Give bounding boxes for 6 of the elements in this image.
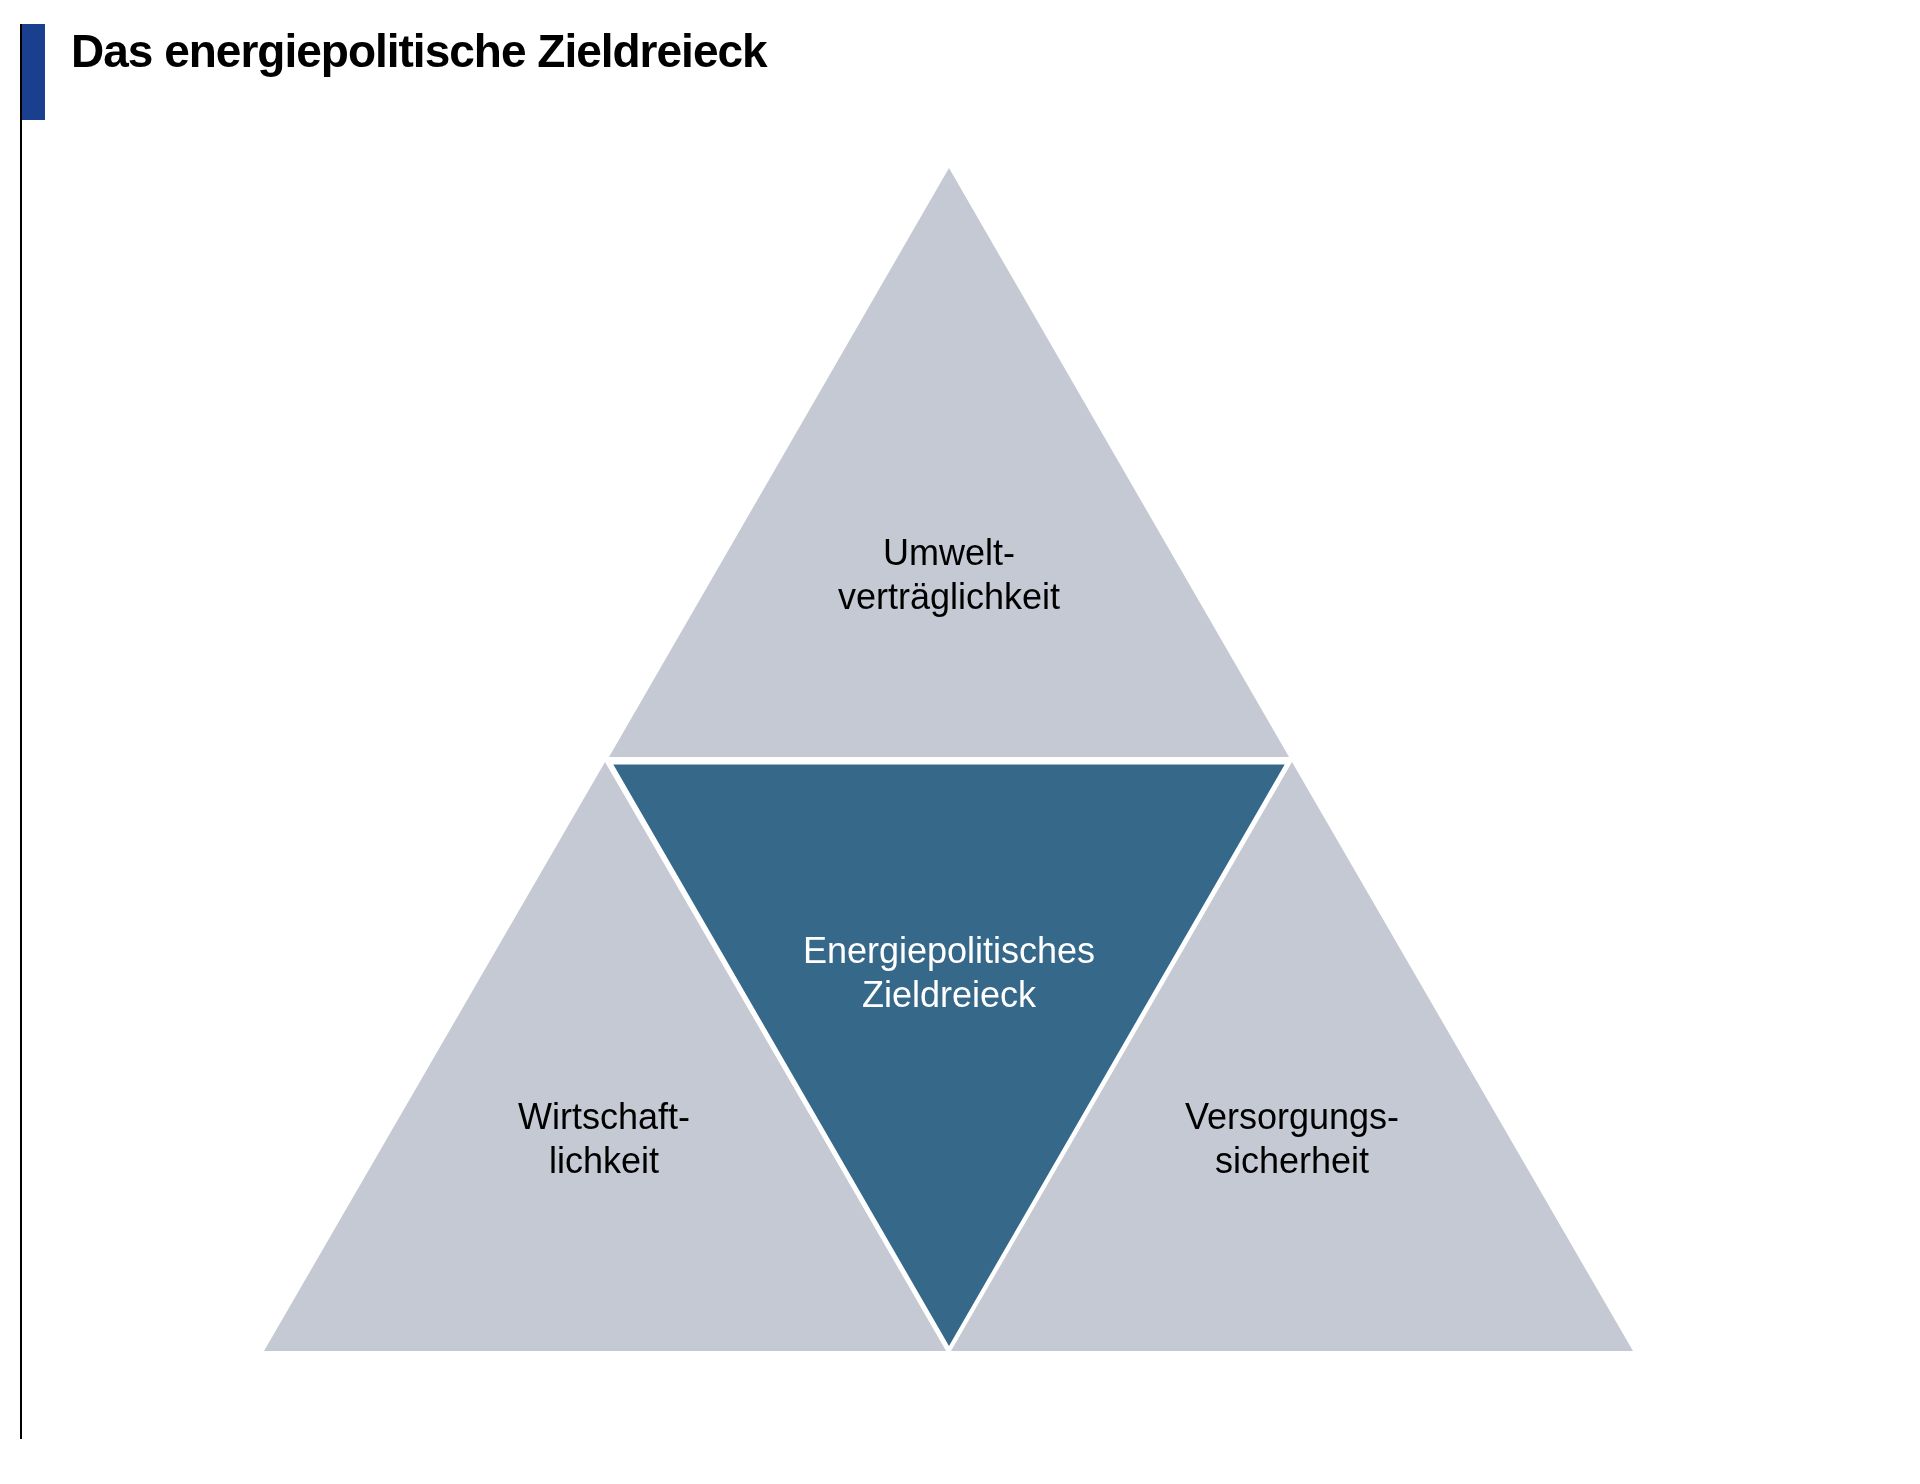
triangle-label: Wirtschaft- lichkeit <box>517 1095 691 1183</box>
title: Das energiepolitische Zieldreieck <box>71 24 767 78</box>
triangle <box>609 168 1289 757</box>
triangle-label: Umwelt- verträglichkeit <box>836 531 1062 619</box>
triangle-label: Energiepolitisches Zieldreieck <box>801 929 1097 1017</box>
triangle-label: Versorgungs- sicherheit <box>1183 1095 1401 1183</box>
